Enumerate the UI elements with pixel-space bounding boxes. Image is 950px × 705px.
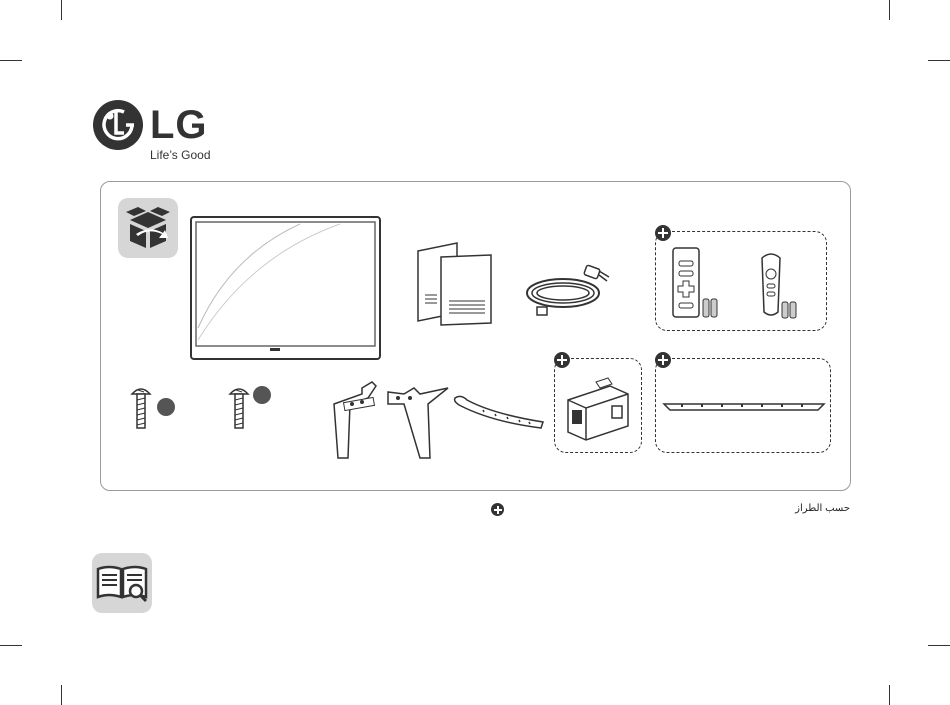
screw-b-illustration xyxy=(228,386,250,430)
plus-circle-icon xyxy=(655,352,671,368)
open-box-icon xyxy=(118,198,178,258)
crop-mark xyxy=(889,0,890,20)
power-cord-illustration xyxy=(523,263,613,323)
screw-a-badge xyxy=(157,398,175,416)
crop-mark xyxy=(889,685,890,705)
ferrite-core-illustration xyxy=(562,374,634,444)
crop-mark xyxy=(0,60,22,61)
crop-mark xyxy=(0,645,22,646)
tv-illustration xyxy=(190,216,382,362)
plus-circle-icon xyxy=(554,352,570,368)
manual-magnifier-icon xyxy=(92,553,152,613)
lg-face-icon xyxy=(92,99,144,151)
screw-b-badge xyxy=(253,386,271,404)
cable-cover-illustration xyxy=(453,392,545,432)
crop-mark xyxy=(928,60,950,61)
crop-mark xyxy=(928,645,950,646)
crop-mark xyxy=(61,685,62,705)
plus-circle-icon xyxy=(655,225,671,241)
lg-logo: LG Life’s Good xyxy=(92,99,232,165)
stand-base-illustration xyxy=(662,400,826,414)
magic-remote-illustration xyxy=(758,250,800,320)
standard-remote-illustration xyxy=(672,247,720,319)
manual-booklets-illustration xyxy=(415,241,495,326)
screw-a-illustration xyxy=(130,386,152,430)
stand-legs-illustration xyxy=(332,374,450,462)
logo-slogan: Life’s Good xyxy=(150,148,211,162)
plus-circle-icon xyxy=(491,503,504,516)
logo-wordmark: LG xyxy=(150,101,208,149)
optional-note: حسب الطراز xyxy=(795,503,850,514)
crop-mark xyxy=(61,0,62,20)
